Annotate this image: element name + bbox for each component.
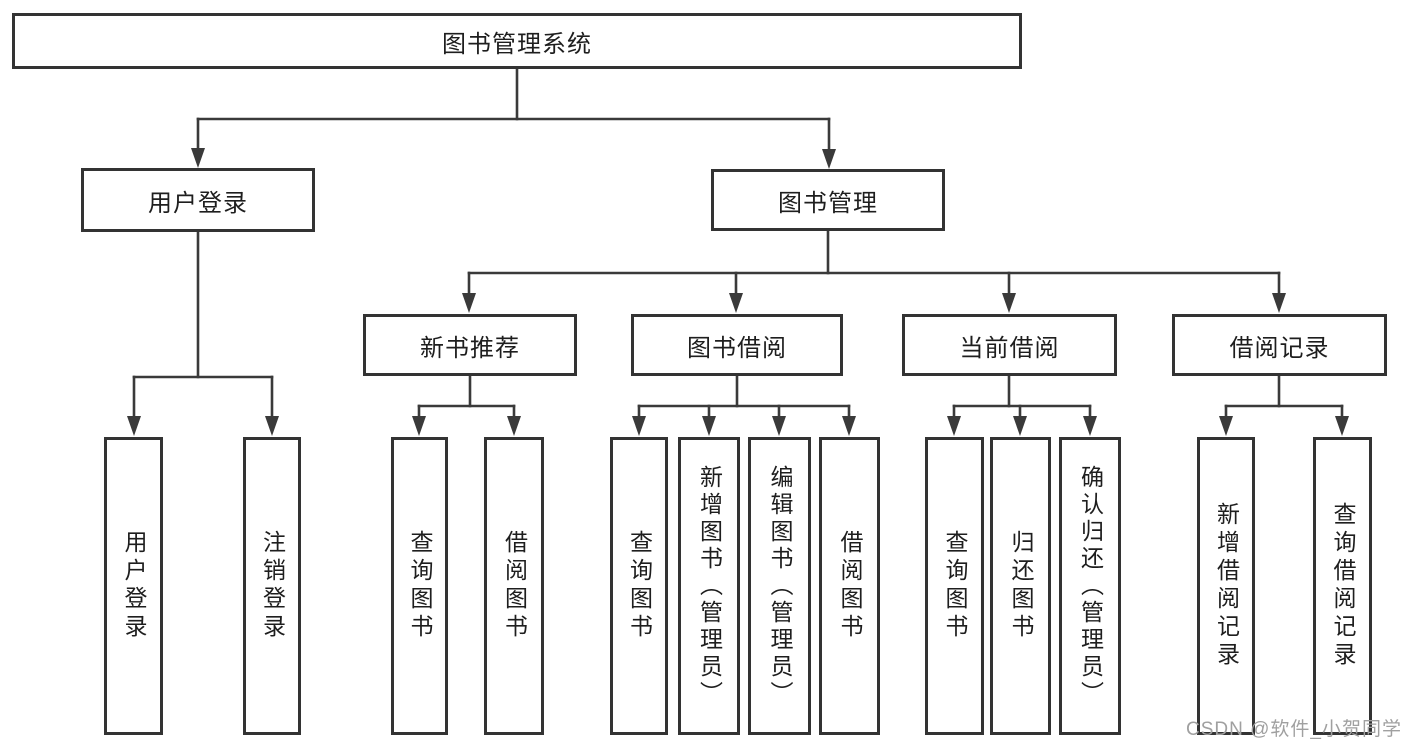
arrowhead-down-icon	[729, 293, 743, 313]
leaf-query-borrow-record: 查询借阅记录	[1313, 437, 1372, 735]
arrowhead-down-icon	[702, 416, 716, 436]
leaf-borrow-books-recommend: 借阅图书	[484, 437, 544, 735]
leaf-edit-book-admin: 编辑图书（管理员）	[748, 437, 811, 735]
leaf-return-book: 归还图书	[990, 437, 1051, 735]
arrowhead-down-icon	[822, 149, 836, 169]
leaf-label: 注销登录	[259, 530, 286, 642]
node-label: 图书管理	[778, 189, 878, 217]
arrowhead-down-icon	[1013, 416, 1027, 436]
leaf-label: 新增图书（管理员）	[696, 464, 723, 708]
leaf-label: 借阅图书	[501, 530, 528, 642]
leaf-label: 编辑图书（管理员）	[767, 464, 793, 708]
csdn-watermark: CSDN @软件_小贺同学	[1186, 719, 1402, 740]
leaf-logout: 注销登录	[243, 437, 301, 735]
leaf-label: 查询图书	[942, 530, 968, 642]
node-label: 当前借阅	[959, 334, 1060, 362]
leaf-borrow-books-borrow: 借阅图书	[819, 437, 880, 735]
arrowhead-down-icon	[127, 416, 141, 436]
node-library-system: 图书管理系统	[12, 13, 1022, 69]
leaf-query-books-borrow: 查询图书	[610, 437, 668, 735]
leaf-query-books-recommend: 查询图书	[391, 437, 448, 735]
leaf-label: 新增借阅记录	[1213, 502, 1240, 670]
node-label: 图书借阅	[687, 334, 787, 362]
leaf-label: 查询图书	[407, 530, 433, 642]
arrowhead-down-icon	[1219, 416, 1233, 436]
leaf-label: 归还图书	[1008, 530, 1034, 642]
arrowhead-down-icon	[265, 416, 279, 436]
arrowhead-down-icon	[772, 416, 786, 436]
node-label: 用户登录	[148, 189, 248, 217]
node-current-borrow: 当前借阅	[902, 314, 1117, 376]
arrowhead-down-icon	[462, 293, 476, 313]
node-borrow-records: 借阅记录	[1172, 314, 1387, 376]
node-label: 图书管理系统	[442, 30, 592, 58]
node-label: 新书推荐	[420, 334, 520, 362]
leaf-label: 借阅图书	[837, 530, 863, 642]
leaf-add-book-admin: 新增图书（管理员）	[678, 437, 740, 735]
node-book-management: 图书管理	[711, 169, 945, 231]
leaf-label: 查询借阅记录	[1330, 502, 1356, 670]
arrowhead-down-icon	[632, 416, 646, 436]
arrowhead-down-icon	[1083, 416, 1097, 436]
arrowhead-down-icon	[947, 416, 961, 436]
arrowhead-down-icon	[191, 148, 205, 168]
arrowhead-down-icon	[507, 416, 521, 436]
leaf-label: 用户登录	[121, 530, 147, 642]
leaf-confirm-return-admin: 确认归还（管理员）	[1059, 437, 1121, 735]
leaf-label: 查询图书	[626, 530, 653, 642]
arrowhead-down-icon	[842, 416, 856, 436]
arrowhead-down-icon	[1002, 293, 1016, 313]
node-book-borrow: 图书借阅	[631, 314, 843, 376]
node-user-login: 用户登录	[81, 168, 315, 232]
leaf-query-books-current: 查询图书	[925, 437, 984, 735]
leaf-add-borrow-record: 新增借阅记录	[1197, 437, 1255, 735]
node-label: 借阅记录	[1229, 334, 1330, 362]
leaf-label: 确认归还（管理员）	[1077, 464, 1104, 708]
arrowhead-down-icon	[1272, 293, 1286, 313]
leaf-user-login: 用户登录	[104, 437, 163, 735]
arrowhead-down-icon	[412, 416, 426, 436]
node-new-book-recommend: 新书推荐	[363, 314, 577, 376]
arrowhead-down-icon	[1335, 416, 1349, 436]
